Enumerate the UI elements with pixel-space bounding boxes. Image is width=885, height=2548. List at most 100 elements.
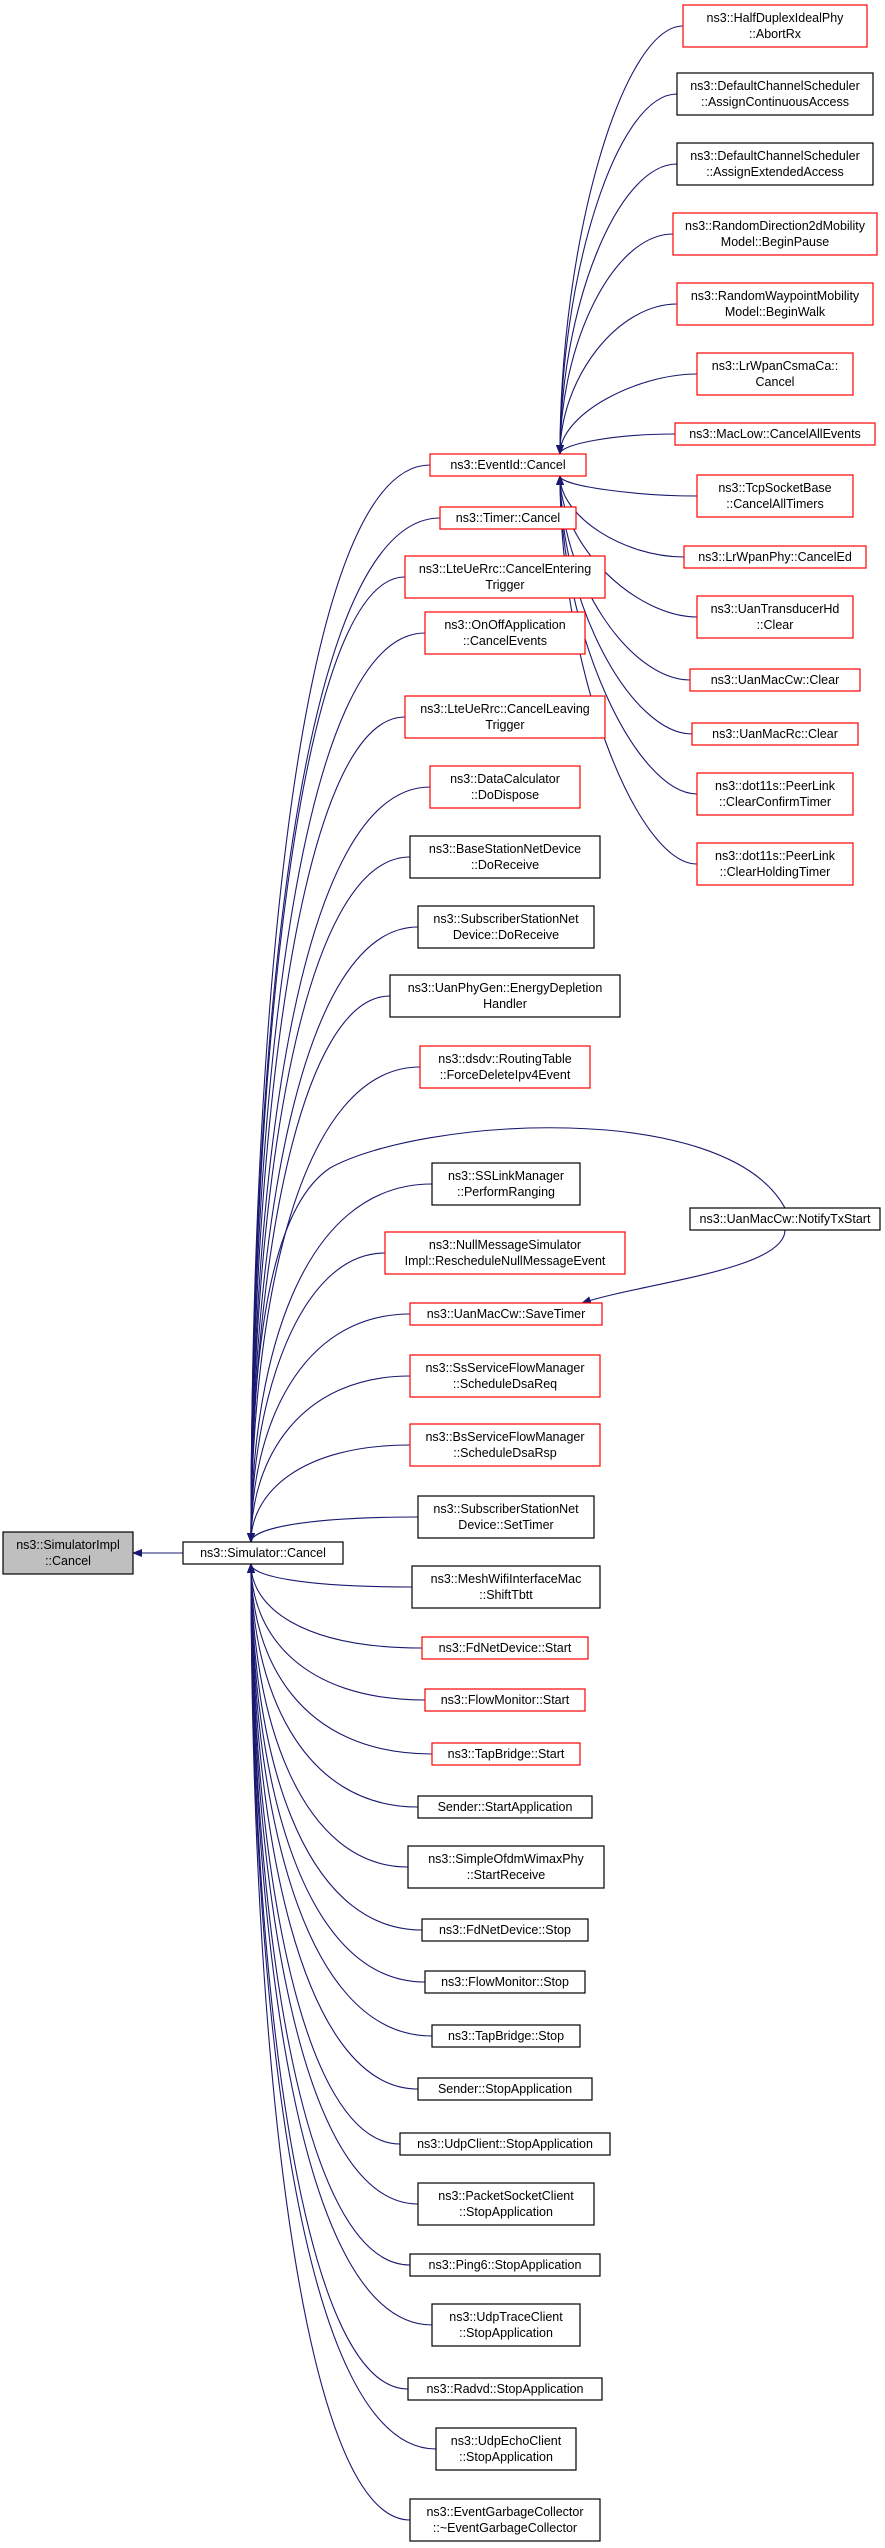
node-box bbox=[407, 1845, 605, 1889]
node-lrwpan_csmaca_cancel[interactable]: ns3::LrWpanCsmaCa::Cancel bbox=[696, 352, 854, 396]
node-flowmon_start[interactable]: ns3::FlowMonitor::Start bbox=[424, 1688, 586, 1712]
edge-peerlink_clearconfirm-to-eventid_cancel bbox=[556, 475, 698, 795]
nodes-layer: ns3::SimulatorImpl::Cancelns3::Simulator… bbox=[2, 4, 881, 2542]
edge-ssservice_dsareq-to-sim_cancel bbox=[247, 1375, 411, 1543]
node-box bbox=[424, 1970, 586, 1994]
node-bsservice_dsarsp[interactable]: ns3::BsServiceFlowManager::ScheduleDsaRs… bbox=[409, 1423, 601, 1467]
node-label-line: ns3::LteUeRrc::CancelLeaving bbox=[420, 702, 590, 716]
node-box bbox=[409, 2498, 601, 2542]
node-lrwpanphy_canceled[interactable]: ns3::LrWpanPhy::CancelEd bbox=[683, 545, 867, 569]
node-sender_stopapp[interactable]: Sender::StopApplication bbox=[417, 2077, 593, 2101]
node-box bbox=[424, 611, 586, 655]
node-nullmsg_resched[interactable]: ns3::NullMessageSimulatorImpl::Reschedul… bbox=[384, 1231, 626, 1275]
edge-uanmaccw_notifytx-to-uanmaccw_savetimer bbox=[581, 1229, 786, 1304]
node-box bbox=[691, 722, 859, 746]
node-label-line: Sender::StopApplication bbox=[438, 2082, 572, 2096]
node-sim_cancel[interactable]: ns3::Simulator::Cancel bbox=[182, 1541, 344, 1565]
edge-tapbridge_start-to-sim_cancel bbox=[247, 1563, 433, 1755]
node-label-line: Model::BeginPause bbox=[721, 235, 829, 249]
node-peerlink_clearconfirm[interactable]: ns3::dot11s::PeerLink::ClearConfirmTimer bbox=[696, 772, 854, 816]
node-rwp_beginwalk[interactable]: ns3::RandomWaypointMobilityModel::BeginW… bbox=[676, 282, 874, 326]
node-ssnet_settimer[interactable]: ns3::SubscriberStationNetDevice::SetTime… bbox=[417, 1495, 595, 1539]
node-uanmaccw_savetimer[interactable]: ns3::UanMacCw::SaveTimer bbox=[409, 1302, 603, 1326]
node-uanmaccw_clear[interactable]: ns3::UanMacCw::Clear bbox=[689, 668, 861, 692]
node-timer_cancel[interactable]: ns3::Timer::Cancel bbox=[439, 506, 577, 530]
node-uanmacrc_clear[interactable]: ns3::UanMacRc::Clear bbox=[691, 722, 859, 746]
node-box bbox=[696, 842, 854, 886]
node-udpecho_stopapp[interactable]: ns3::UdpEchoClient::StopApplication bbox=[435, 2427, 577, 2471]
node-label-line: ::DoReceive bbox=[471, 858, 539, 872]
node-flowmon_stop[interactable]: ns3::FlowMonitor::Stop bbox=[424, 1970, 586, 1994]
node-uantransducer_clear[interactable]: ns3::UanTransducerHd::Clear bbox=[696, 595, 854, 639]
node-box bbox=[439, 506, 577, 530]
node-label-line: ns3::FlowMonitor::Stop bbox=[441, 1975, 569, 1989]
node-box bbox=[672, 212, 878, 256]
node-label-line: ns3::HalfDuplexIdealPhy bbox=[707, 11, 845, 25]
node-label-line: ::ClearConfirmTimer bbox=[719, 795, 831, 809]
node-fdnet_start[interactable]: ns3::FdNetDevice::Start bbox=[421, 1636, 589, 1660]
node-dsdv_force[interactable]: ns3::dsdv::RoutingTable::ForceDeleteIpv4… bbox=[419, 1045, 591, 1089]
node-dcs_continuous[interactable]: ns3::DefaultChannelScheduler::AssignCont… bbox=[676, 72, 874, 116]
node-mesh_shifttbtt[interactable]: ns3::MeshWifiInterfaceMac::ShiftTbtt bbox=[411, 1565, 601, 1609]
node-label-line: ::CancelAllTimers bbox=[726, 497, 823, 511]
edge-udpclient_stopapp-to-sim_cancel bbox=[247, 1563, 401, 2145]
edge-sslink_ranging-to-sim_cancel bbox=[247, 1183, 433, 1543]
edge-uanmaccw_savetimer-to-sim_cancel bbox=[247, 1313, 411, 1543]
node-ping6_stopapp[interactable]: ns3::Ping6::StopApplication bbox=[409, 2253, 601, 2277]
node-maclow_cancelall[interactable]: ns3::MacLow::CancelAllEvents bbox=[674, 422, 876, 446]
node-halfduplex_abortrx[interactable]: ns3::HalfDuplexIdealPhy::AbortRx bbox=[682, 4, 868, 48]
node-label-line: ns3::EventId::Cancel bbox=[450, 458, 565, 472]
node-radvd_stopapp[interactable]: ns3::Radvd::StopApplication bbox=[407, 2377, 603, 2401]
node-box bbox=[682, 4, 868, 48]
node-box bbox=[417, 1795, 593, 1819]
edge-uantransducer_clear-to-eventid_cancel bbox=[556, 475, 698, 618]
node-egc_destructor[interactable]: ns3::EventGarbageCollector::~EventGarbag… bbox=[409, 2498, 601, 2542]
node-label-line: ns3::TcpSocketBase bbox=[718, 481, 831, 495]
node-label-line: ns3::Ping6::StopApplication bbox=[429, 2258, 582, 2272]
node-tapbridge_start[interactable]: ns3::TapBridge::Start bbox=[431, 1742, 581, 1766]
node-label-line: ns3::RandomDirection2dMobility bbox=[685, 219, 866, 233]
node-label-line: ns3::FdNetDevice::Start bbox=[439, 1641, 572, 1655]
node-udptrace_stopapp[interactable]: ns3::UdpTraceClient::StopApplication bbox=[431, 2303, 581, 2347]
edge-bsnet_doreceive-to-sim_cancel bbox=[247, 856, 411, 1543]
node-bsnet_doreceive[interactable]: ns3::BaseStationNetDevice::DoReceive bbox=[409, 835, 601, 879]
node-label-line: ns3::SsServiceFlowManager bbox=[425, 1361, 584, 1375]
node-tcpsocket_cancelall[interactable]: ns3::TcpSocketBase::CancelAllTimers bbox=[696, 474, 854, 518]
node-sslink_ranging[interactable]: ns3::SSLinkManager::PerformRanging bbox=[431, 1162, 581, 1206]
edge-tcpsocket_cancelall-to-eventid_cancel bbox=[556, 475, 698, 497]
edge-datacalc_dodispose-to-sim_cancel bbox=[247, 786, 431, 1543]
node-sender_startapp[interactable]: Sender::StartApplication bbox=[417, 1795, 593, 1819]
node-rd2d_beginpause[interactable]: ns3::RandomDirection2dMobilityModel::Beg… bbox=[672, 212, 878, 256]
node-eventid_cancel[interactable]: ns3::EventId::Cancel bbox=[429, 453, 587, 477]
node-label-line: ::ForceDeleteIpv4Event bbox=[440, 1068, 571, 1082]
edge-halfduplex_abortrx-to-eventid_cancel bbox=[556, 25, 684, 455]
node-box bbox=[696, 772, 854, 816]
node-ssnet_doreceive[interactable]: ns3::SubscriberStationNetDevice::DoRecei… bbox=[417, 905, 595, 949]
node-box bbox=[409, 835, 601, 879]
node-label-line: ns3::LteUeRrc::CancelEntering bbox=[419, 562, 591, 576]
node-label-line: Trigger bbox=[485, 718, 524, 732]
edge-ssnet_settimer-to-sim_cancel bbox=[247, 1516, 419, 1543]
node-label-line: ns3::EventGarbageCollector bbox=[426, 2505, 583, 2519]
node-tapbridge_stop[interactable]: ns3::TapBridge::Stop bbox=[431, 2024, 581, 2048]
edge-lrwpan_csmaca_cancel-to-eventid_cancel bbox=[556, 373, 698, 455]
node-datacalc_dodispose[interactable]: ns3::DataCalculator::DoDispose bbox=[429, 765, 581, 809]
node-simpleofdm_startrecv[interactable]: ns3::SimpleOfdmWimaxPhy::StartReceive bbox=[407, 1845, 605, 1889]
node-udpclient_stopapp[interactable]: ns3::UdpClient::StopApplication bbox=[399, 2132, 611, 2156]
node-fdnet_stop[interactable]: ns3::FdNetDevice::Stop bbox=[421, 1918, 589, 1942]
node-peerlink_clearholding[interactable]: ns3::dot11s::PeerLink::ClearHoldingTimer bbox=[696, 842, 854, 886]
node-label-line: ns3::dot11s::PeerLink bbox=[715, 779, 836, 793]
node-label-line: ns3::SimulatorImpl bbox=[16, 1538, 120, 1552]
node-ssservice_dsareq[interactable]: ns3::SsServiceFlowManager::ScheduleDsaRe… bbox=[409, 1354, 601, 1398]
node-onoff_cancel_events[interactable]: ns3::OnOffApplication::CancelEvents bbox=[424, 611, 586, 655]
node-dcs_extended[interactable]: ns3::DefaultChannelScheduler::AssignExte… bbox=[676, 142, 874, 186]
edge-dsdv_force-to-sim_cancel bbox=[247, 1066, 421, 1543]
node-label-line: ::Clear bbox=[757, 618, 794, 632]
node-packetsocket_stopapp[interactable]: ns3::PacketSocketClient::StopApplication bbox=[417, 2182, 595, 2226]
node-label-line: ns3::MacLow::CancelAllEvents bbox=[689, 427, 861, 441]
node-label-line: ::ScheduleDsaRsp bbox=[453, 1446, 557, 1460]
node-uanmaccw_notifytx[interactable]: ns3::UanMacCw::NotifyTxStart bbox=[689, 1207, 881, 1231]
